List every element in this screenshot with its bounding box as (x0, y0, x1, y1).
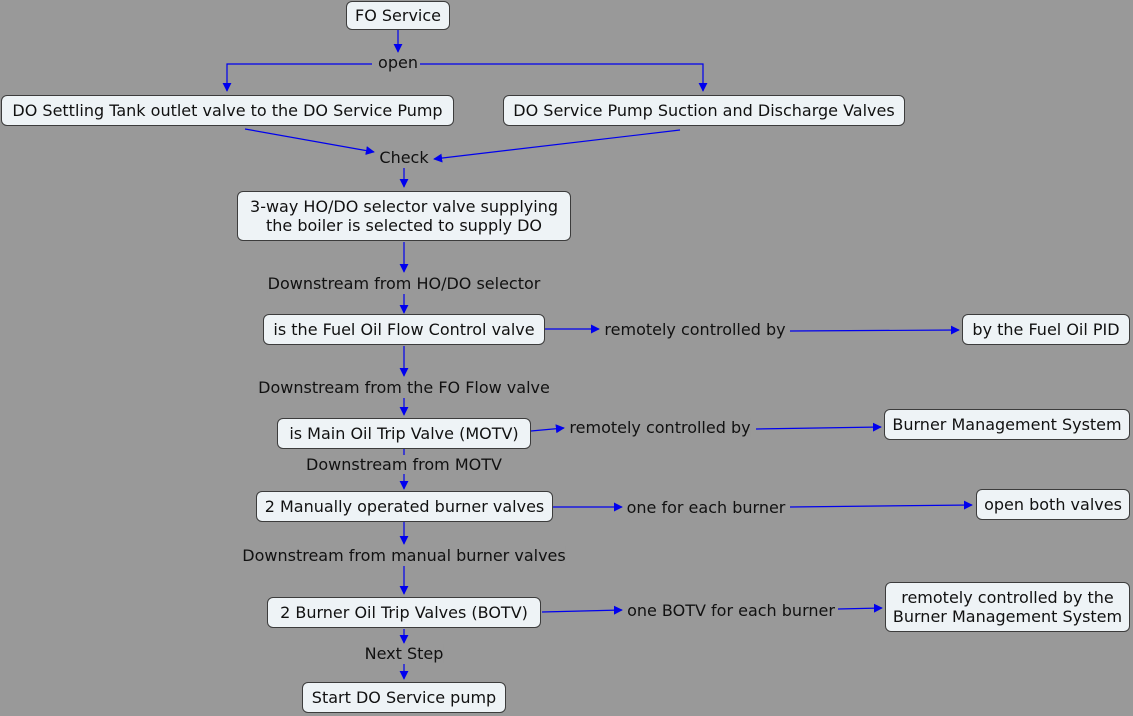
node-fo-service[interactable]: FO Service (346, 1, 450, 30)
node-selector-valve[interactable]: 3-way HO/DO selector valve supplying the… (237, 191, 571, 241)
node-motv[interactable]: is Main Oil Trip Valve (MOTV) (277, 418, 531, 449)
link-downstream-selector: Downstream from HO/DO selector (267, 274, 541, 293)
link-remote-bms: remotely controlled by (569, 418, 751, 437)
link-downstream-motv: Downstream from MOTV (306, 455, 502, 474)
node-do-settling-tank[interactable]: DO Settling Tank outlet valve to the DO … (1, 95, 454, 126)
node-fuel-oil-pid[interactable]: by the Fuel Oil PID (962, 314, 1130, 345)
link-open: open (378, 53, 418, 72)
link-one-each-burner: one for each burner (626, 498, 786, 517)
node-flow-control-valve[interactable]: is the Fuel Oil Flow Control valve (263, 314, 545, 345)
link-check: Check (379, 148, 429, 167)
node-bms[interactable]: Burner Management System (884, 409, 1130, 440)
link-downstream-fo-flow: Downstream from the FO Flow valve (258, 378, 550, 397)
link-next-step: Next Step (364, 644, 444, 663)
node-botv-bms[interactable]: remotely controlled by the Burner Manage… (885, 582, 1130, 632)
link-botv-each-burner: one BOTV for each burner (627, 601, 835, 620)
node-start-do-pump[interactable]: Start DO Service pump (302, 682, 506, 713)
node-open-both-valves[interactable]: open both valves (976, 489, 1130, 520)
node-botv[interactable]: 2 Burner Oil Trip Valves (BOTV) (267, 597, 541, 628)
link-downstream-manual: Downstream from manual burner valves (242, 546, 566, 565)
node-manual-burner-valves[interactable]: 2 Manually operated burner valves (256, 491, 553, 522)
node-do-pump-valves[interactable]: DO Service Pump Suction and Discharge Va… (503, 95, 905, 126)
link-remote-pid: remotely controlled by (604, 320, 786, 339)
